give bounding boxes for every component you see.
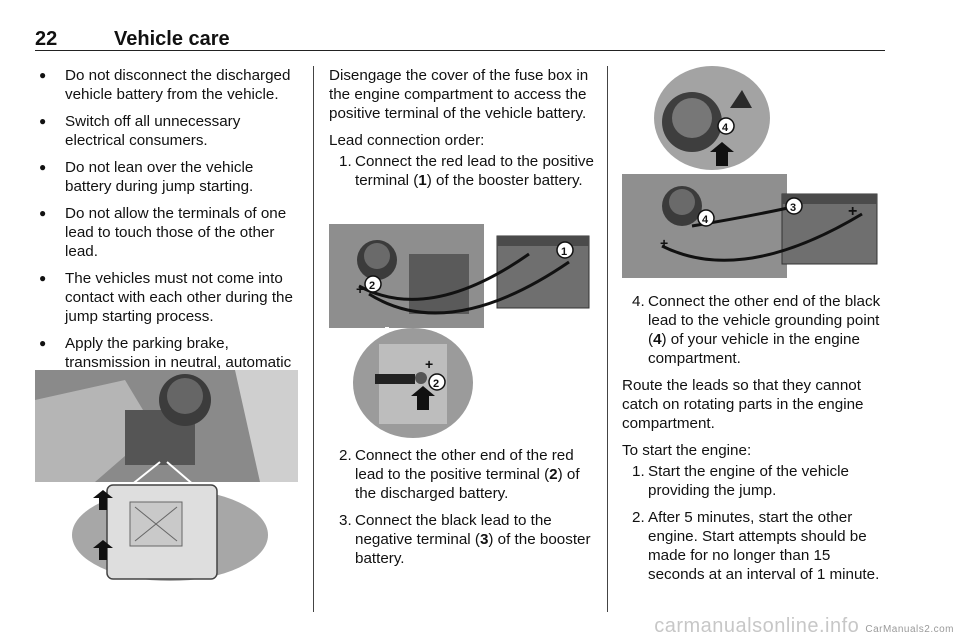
step-number: 1. (632, 463, 645, 480)
start-steps: 1.Start the engine of the vehicle provid… (622, 462, 890, 584)
watermark: carmanualsonline.info CarManuals2.com (654, 615, 954, 638)
terminal-label: 4 (722, 122, 729, 134)
figure-black-lead: 4 + 4 3 + (622, 66, 890, 278)
list-item: Do not disconnect the discharged vehicle… (35, 66, 299, 104)
list-item: 2.After 5 minutes, start the other engin… (632, 508, 890, 584)
svg-text:+: + (660, 235, 668, 251)
terminal-ref: 2 (549, 466, 558, 483)
section-title: Vehicle care (114, 28, 230, 50)
step-number: 2. (339, 447, 352, 464)
list-item: Switch off all unnecessary electrical co… (35, 112, 299, 150)
column-right: 4.Connect the other end of the black lea… (622, 292, 890, 592)
list-item: 1.Start the engine of the vehicle provid… (632, 462, 890, 500)
page-number: 22 (35, 28, 58, 50)
list-item: 2.Connect the other end of the red lead … (339, 446, 597, 503)
terminal-label: 2 (369, 280, 375, 292)
step-text: After 5 minutes, start the other engine.… (648, 509, 880, 583)
list-item: Do not allow the terminals of one lead t… (35, 204, 299, 261)
step-text: ) of the discharged battery. (355, 466, 580, 502)
step-text: ) of the booster battery. (355, 531, 591, 567)
list-item: 4.Connect the other end of the black lea… (632, 292, 890, 368)
start-heading: To start the engine: (622, 442, 752, 459)
terminal-label: 4 (702, 214, 709, 226)
terminal-ref: 4 (653, 331, 662, 348)
intro-paragraph: Disengage the cover of the fuse box in t… (329, 67, 589, 122)
connection-steps-a: 1.Connect the red lead to the positive t… (329, 152, 597, 190)
watermark-subtext: CarManuals2.com (865, 624, 954, 635)
list-item: 3.Connect the black lead to the negative… (339, 511, 597, 568)
order-heading: Lead connection order: (329, 132, 485, 149)
column-divider (313, 66, 314, 612)
step-number: 2. (632, 509, 645, 526)
column-divider (607, 66, 608, 612)
connection-steps-b: 2.Connect the other end of the red lead … (329, 446, 597, 568)
column-left: Do not disconnect the discharged vehicle… (35, 66, 299, 399)
watermark-text: carmanualsonline.info (654, 615, 860, 637)
page-header: 22 Vehicle care (35, 26, 885, 51)
red-lead-illustration: + 1 2 + 2 (329, 224, 590, 438)
step-number: 4. (632, 293, 645, 310)
fuse-box-illustration (35, 370, 298, 581)
svg-text:+: + (848, 203, 857, 220)
figure-red-lead: + 1 2 + 2 (329, 224, 597, 438)
svg-text:+: + (425, 356, 433, 372)
step-number: 1. (339, 153, 352, 170)
step-text: Start the engine of the vehicle providin… (648, 463, 849, 499)
terminal-label: 1 (561, 246, 567, 258)
step-text: Connect the other end of the black lead … (648, 293, 881, 348)
terminal-ref: 3 (479, 531, 489, 548)
black-lead-illustration: 4 + 4 3 + (622, 66, 878, 278)
precaution-list: Do not disconnect the discharged vehicle… (35, 66, 299, 391)
svg-text:+: + (356, 281, 364, 297)
step-number: 3. (339, 512, 352, 529)
list-item: The vehicles must not come into contact … (35, 269, 299, 326)
step-text: Connect the other end of the red lead to… (355, 447, 574, 483)
figure-fuse-box-cover (35, 370, 298, 582)
terminal-ref: 1 (418, 172, 427, 189)
list-item: 1.Connect the red lead to the positive t… (339, 152, 597, 190)
route-paragraph: Route the leads so that they cannot catc… (622, 377, 864, 432)
connection-steps-c: 4.Connect the other end of the black lea… (622, 292, 890, 368)
step-text: ) of your vehicle in the engine compartm… (648, 331, 860, 367)
terminal-label: 2 (433, 378, 439, 390)
column-middle-lower: 2.Connect the other end of the red lead … (329, 446, 597, 576)
column-middle: Disengage the cover of the fuse box in t… (329, 66, 597, 198)
step-text: Connect the red lead to the positive ter… (355, 153, 594, 189)
step-text: ) of the booster battery. (426, 172, 583, 189)
terminal-label: 3 (790, 202, 796, 214)
step-text: Connect the black lead to the negative t… (355, 512, 552, 548)
list-item: Do not lean over the vehicle battery dur… (35, 158, 299, 196)
